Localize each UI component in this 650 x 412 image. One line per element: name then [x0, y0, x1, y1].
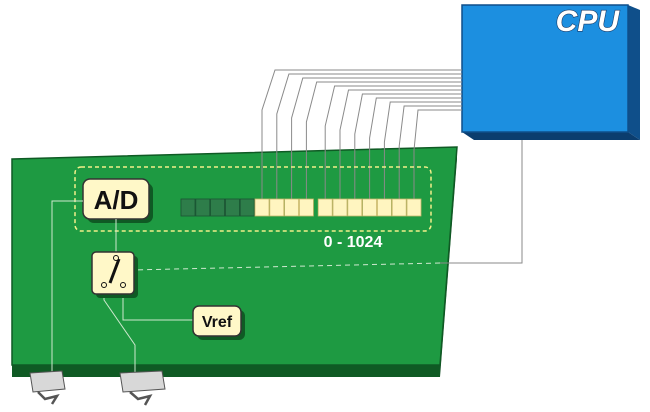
bus-wire	[339, 89, 462, 199]
register-bit-on	[376, 198, 392, 217]
bus-wire	[261, 69, 462, 199]
bus-wire	[276, 73, 462, 199]
register-bit-on	[284, 198, 300, 217]
switch-contact-right	[120, 282, 126, 288]
input-connector-right	[119, 370, 166, 406]
switch-contact-left	[101, 282, 107, 288]
control-wire-solid	[440, 140, 523, 264]
register-bits	[180, 198, 422, 217]
register-bit-on	[254, 198, 270, 217]
register-bit-on	[391, 198, 407, 217]
switch-pole	[113, 255, 119, 261]
vref-box: Vref	[192, 305, 245, 340]
register-bit-on	[298, 198, 314, 217]
bus-wire	[305, 81, 462, 199]
adc-label: A/D	[94, 185, 139, 215]
connector-left-pin	[37, 391, 60, 405]
board-bottom-face	[12, 365, 440, 377]
register-bit-on	[347, 198, 363, 217]
register-bit-on	[406, 198, 422, 217]
bus-wire	[291, 77, 462, 199]
register-bit-off	[210, 198, 226, 217]
register-bit-on	[362, 198, 378, 217]
cpu-block: CPU	[461, 4, 640, 140]
register-bit-off	[180, 198, 196, 217]
cpu-right-face	[628, 5, 640, 140]
data-bus	[261, 69, 462, 199]
register-bit-on	[317, 198, 333, 217]
adc-box: A/D	[82, 178, 153, 223]
adc-register-outline	[74, 166, 432, 232]
bus-wire	[383, 101, 462, 199]
control-wire-dashed	[131, 262, 441, 271]
range-label: 0 - 1024	[324, 234, 383, 251]
register-bit-off	[239, 198, 255, 217]
control-line	[131, 140, 523, 271]
bus-wire	[413, 109, 462, 199]
switch-lever	[108, 258, 121, 284]
register-bit-on	[332, 198, 348, 217]
input-switch	[91, 251, 138, 298]
register-bit-on	[269, 198, 285, 217]
cpu-label: CPU	[556, 5, 621, 38]
adc-input-wire	[51, 200, 83, 373]
cpu-front-face	[461, 4, 629, 133]
connector-left-body	[29, 370, 66, 393]
bus-wire	[324, 85, 462, 199]
vref-box-body	[192, 305, 242, 337]
register-bit-off	[224, 198, 240, 217]
vref-label: Vref	[202, 314, 233, 331]
cpu-bottom-face	[462, 132, 640, 140]
bus-wire	[398, 105, 462, 199]
connector-right-body	[119, 370, 166, 393]
circuit-board	[11, 146, 458, 377]
input-connector-left	[29, 370, 66, 405]
bus-wire	[369, 97, 462, 199]
connector-right-pin	[129, 391, 153, 406]
register-bit-off	[195, 198, 211, 217]
